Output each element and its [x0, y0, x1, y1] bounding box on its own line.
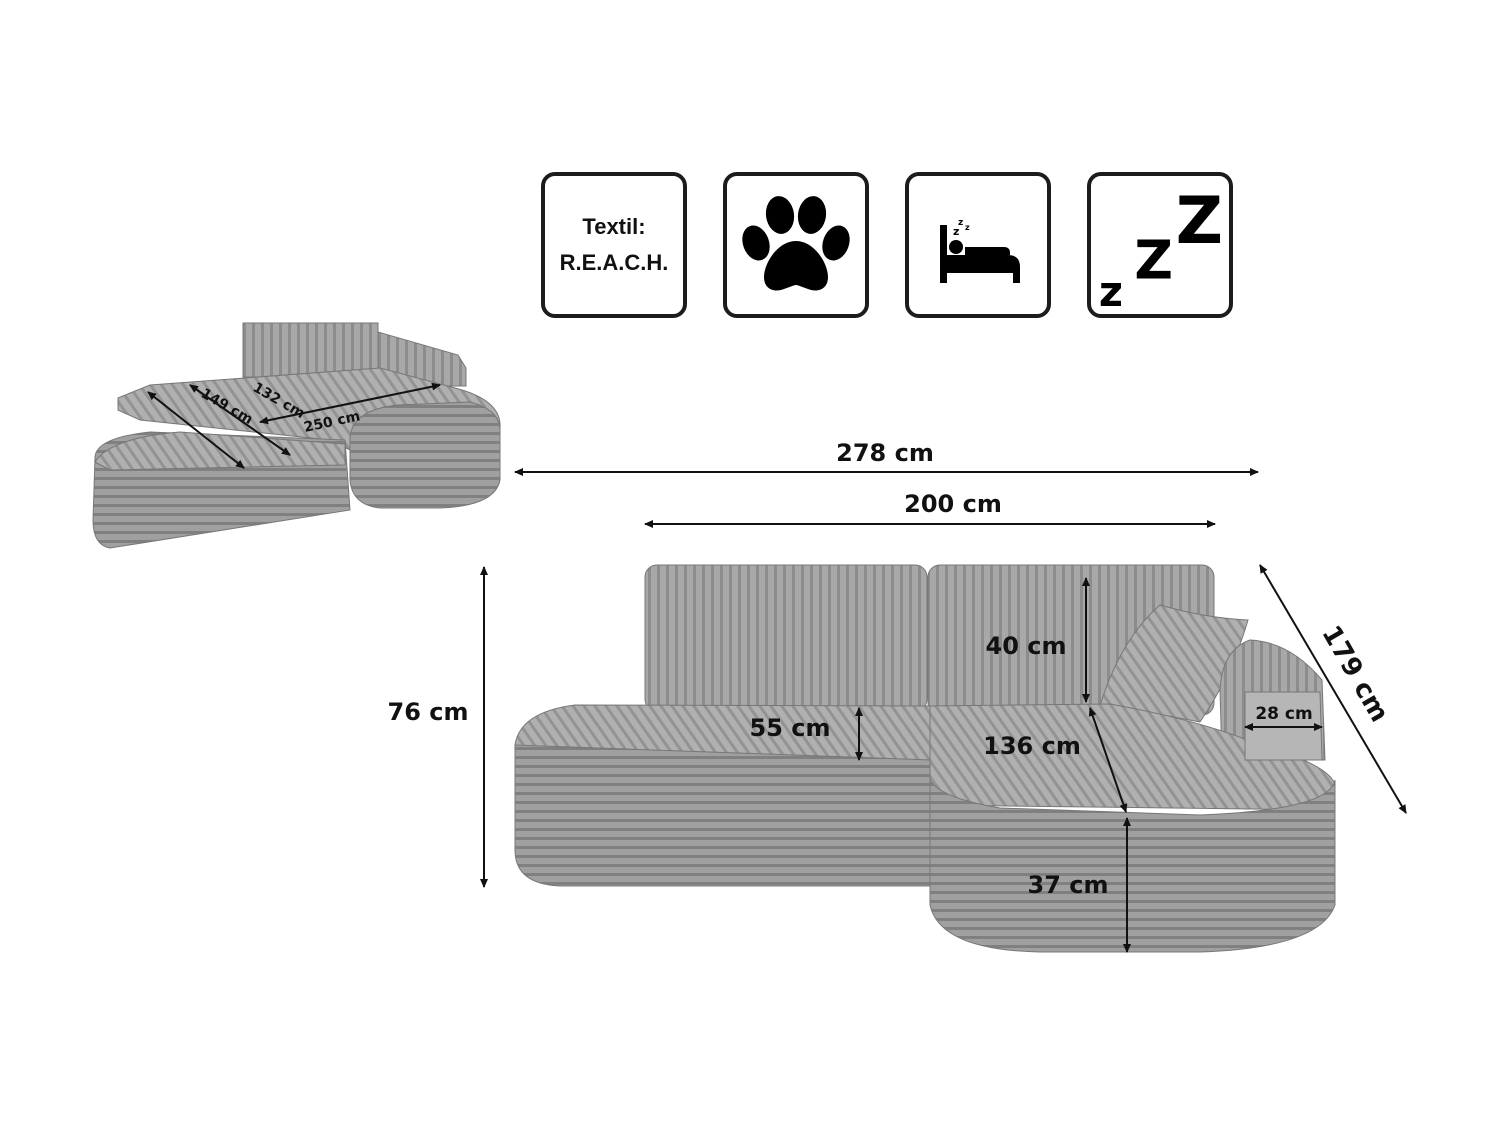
height-label: 76 cm	[388, 698, 469, 726]
svg-text:z: z	[965, 223, 970, 232]
backrest-height-label: 40 cm	[986, 632, 1067, 660]
zzz-small: z	[1099, 268, 1123, 315]
zzz-large: Z	[1176, 184, 1223, 259]
back-cushion-left	[644, 564, 928, 712]
seat-left-base	[514, 744, 933, 887]
reach-label: R.E.A.C.H.	[559, 250, 669, 275]
seat-width-label: 200 cm	[904, 490, 1002, 518]
pet-friendly-badge	[723, 172, 869, 318]
sofa-main-view	[514, 564, 1336, 953]
total-width-label: 278 cm	[836, 439, 934, 467]
zzz-medium: Z	[1134, 230, 1173, 292]
sleeping-bed-icon: z z z	[940, 218, 1020, 283]
total-depth-label: 179 cm	[1315, 621, 1394, 728]
comfort-sleep-badge: z Z Z	[1087, 172, 1233, 318]
chaise-depth-arrow	[1088, 707, 1128, 813]
paw-icon	[742, 196, 850, 291]
dimension-lines	[480, 468, 1407, 953]
armrest-width-label: 28 cm	[1255, 704, 1312, 724]
bed-mode-view: 250 cm 132 cm 149 cm	[92, 322, 501, 549]
bed-width-b-arrow	[147, 391, 245, 469]
svg-text:z: z	[958, 218, 963, 228]
chaise-height-label: 37 cm	[1028, 871, 1109, 899]
sleep-function-badge: z z z	[905, 172, 1051, 318]
chaise-base	[929, 778, 1336, 953]
seat-height-left-label: 55 cm	[750, 714, 831, 742]
textile-reach-badge: Textil: R.E.A.C.H.	[541, 172, 687, 318]
textile-label: Textil:	[582, 214, 646, 239]
svg-text:z: z	[953, 225, 959, 238]
total-depth-arrow	[1259, 564, 1407, 814]
bed-backrest	[242, 322, 379, 378]
chaise-depth-label: 136 cm	[983, 732, 1081, 760]
zzz-icon: z Z Z	[1099, 184, 1223, 315]
bed-chaise-base	[349, 401, 501, 509]
